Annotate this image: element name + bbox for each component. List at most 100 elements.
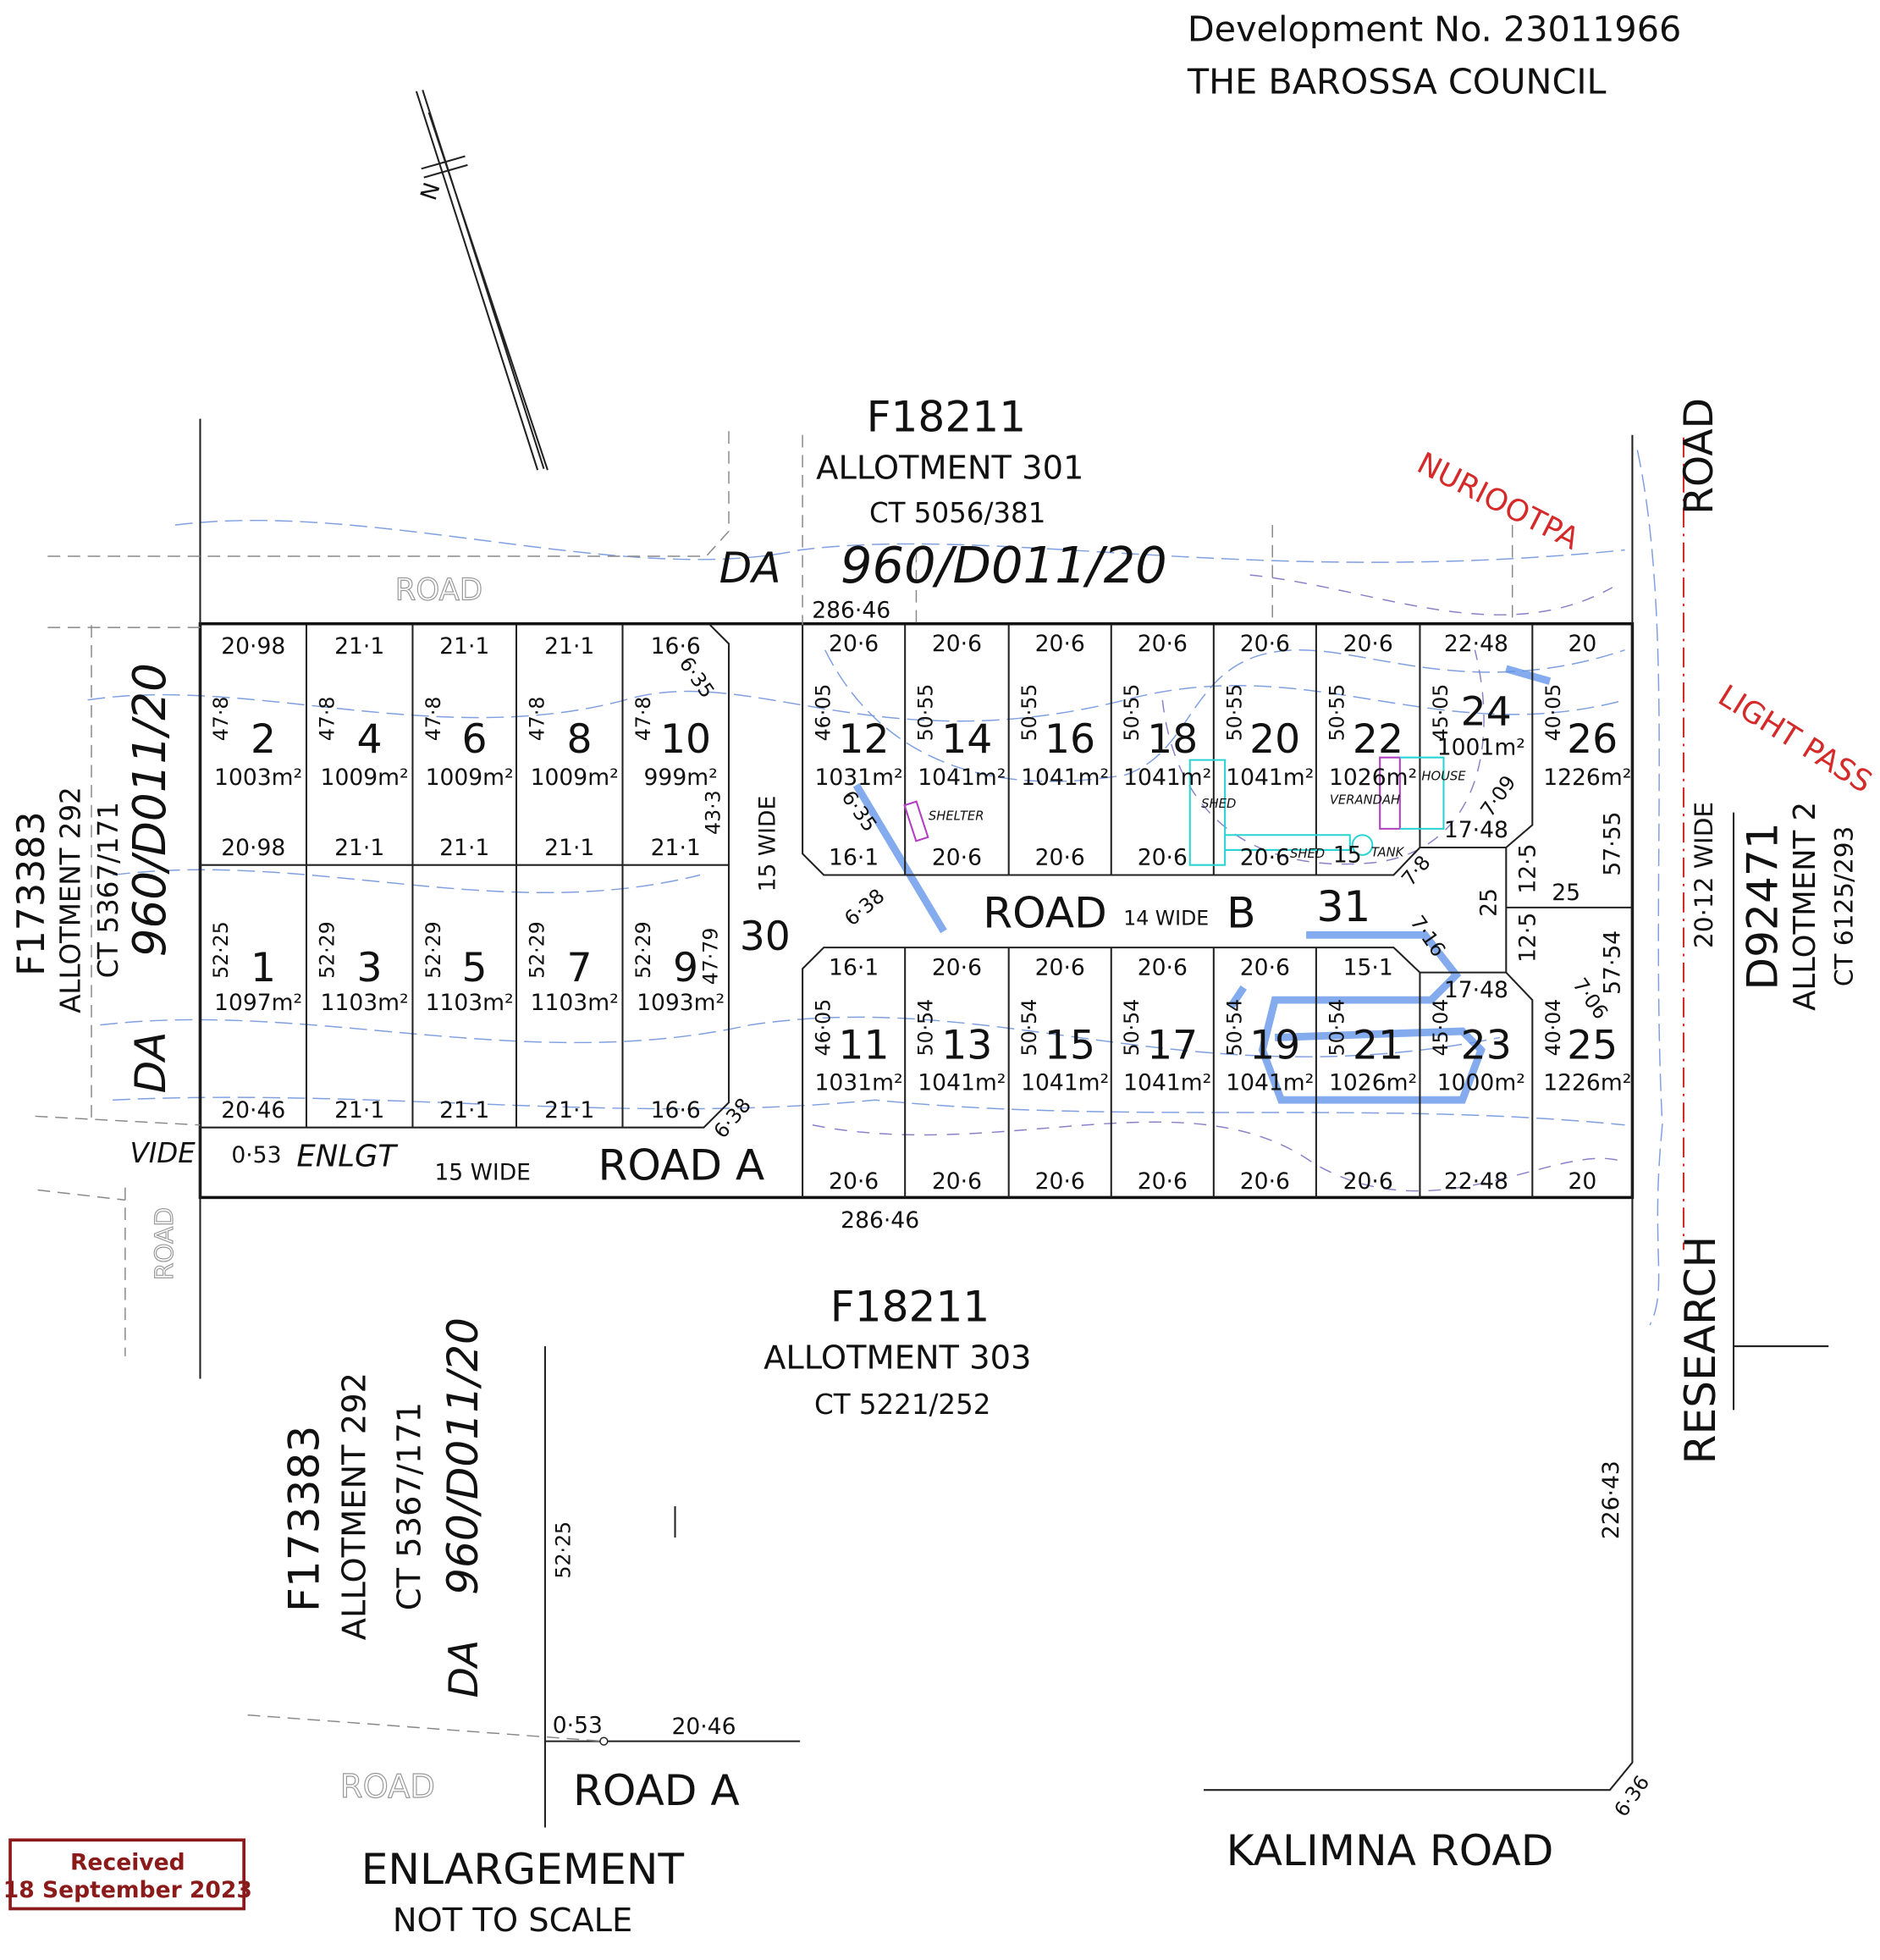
lot-22-side-dimension: 50·55 — [1325, 684, 1348, 742]
dimension-25: 25 — [1552, 880, 1580, 906]
parcel-west-id: F173383 — [10, 811, 53, 976]
lot-24-side-dimension: 45·05 — [1429, 684, 1453, 742]
total-top-dimension: 286·46 — [812, 597, 890, 623]
dimension-7-09: 7·09 — [1475, 771, 1520, 821]
parcel-south-allotment: ALLOTMENT 303 — [764, 1339, 1031, 1378]
lot-24-top-dimension: 22·48 — [1444, 631, 1508, 657]
lot-19-area: 1041m² — [1226, 1069, 1314, 1096]
lot-3-side-dimension: 52·29 — [315, 921, 339, 979]
road-label-grey-west: ROAD — [150, 1207, 179, 1280]
lot-13-number: 13 — [941, 1023, 992, 1069]
lot-10-top-dimension: 16·6 — [651, 633, 701, 660]
lot-19-top-dimension: 20·6 — [1240, 955, 1290, 981]
lot-9-bottom-dimension: 16·6 — [651, 1097, 701, 1124]
parcel-south-ct: CT 5221/252 — [814, 1389, 990, 1421]
stamp-line1: Received — [70, 1850, 185, 1876]
lot-15-bottom-dimension: 20·6 — [1035, 1168, 1085, 1195]
lot-26-top-dimension: 20 — [1568, 631, 1596, 657]
lot-9-number: 9 — [673, 945, 698, 991]
parcel-west-ct: CT 5367/171 — [92, 802, 124, 978]
research-road-label: RESEARCH — [1675, 1236, 1725, 1465]
lot-3-bottom-dimension: 21·1 — [334, 1097, 384, 1124]
lot-12-bottom-dimension: 16·1 — [829, 845, 879, 871]
lot-23-side-dimension: 45·04 — [1429, 999, 1453, 1057]
lot9-side-dimension: 47·79 — [699, 928, 723, 986]
lot-7-number: 7 — [567, 945, 593, 991]
lot-12-number: 12 — [838, 716, 889, 763]
parcel-west-da-number: 960/D011/20 — [124, 663, 176, 957]
lot-3-area: 1103m² — [321, 990, 409, 1016]
lot-10-side-dimension: 47·8 — [631, 697, 655, 742]
lot-4-bottom-dimension: 21·1 — [334, 835, 384, 861]
lot-16-side-dimension: 50·55 — [1017, 684, 1041, 742]
lot-2-top-dimension: 20·98 — [221, 633, 285, 660]
lot-8-area: 1009m² — [531, 765, 619, 791]
lot-8-top-dimension: 21·1 — [544, 633, 594, 660]
lot-13-area: 1041m² — [918, 1069, 1006, 1096]
parcel-north-ct: CT 5056/381 — [869, 497, 1045, 529]
lot-5-number: 5 — [462, 945, 488, 991]
lot-17-side-dimension: 50·54 — [1120, 999, 1144, 1057]
enlargement-da-number: 960/D011/20 — [438, 1317, 488, 1595]
lot-14-top-dimension: 20·6 — [932, 631, 982, 657]
enlargement-053: 0·53 — [553, 1712, 603, 1738]
lot-11-number: 11 — [838, 1023, 889, 1069]
lot-31-number: 31 — [1316, 881, 1370, 931]
lot-22-number: 22 — [1353, 716, 1403, 763]
lot-18-bottom-dimension: 20·6 — [1138, 845, 1188, 871]
parcel-north-id: F18211 — [867, 391, 1027, 441]
lot-23-bottom-dimension: 22·48 — [1444, 1168, 1508, 1195]
lot-22-top-dimension: 20·6 — [1343, 631, 1393, 657]
lot-12-side-dimension: 46·05 — [812, 684, 835, 742]
lot-5-area: 1103m² — [426, 990, 514, 1016]
received-stamp: Received 18 September 2023 — [3, 1838, 252, 1911]
shed-label-2: SHED — [1290, 847, 1325, 861]
lot-13-bottom-dimension: 20·6 — [932, 1168, 982, 1195]
lot-20-top-dimension: 20·6 — [1240, 631, 1290, 657]
lot-10-area: 999m² — [644, 765, 718, 791]
lot-17-top-dimension: 20·6 — [1138, 955, 1188, 981]
lot-2-area: 1003m² — [214, 765, 302, 791]
road-30-width: 15 WIDE — [755, 796, 781, 892]
lot-5-side-dimension: 52·29 — [422, 921, 445, 979]
shed-label: SHED — [1201, 797, 1236, 811]
lot-1-side-dimension: 52·25 — [209, 921, 233, 979]
lot-22-area: 1026m² — [1329, 765, 1417, 791]
lot-19-bottom-dimension: 20·6 — [1240, 1168, 1290, 1195]
lot-10-bottom-dimension: 21·1 — [651, 835, 701, 861]
lot-23-top-dimension: 17·48 — [1444, 977, 1508, 1003]
dimension-12-5-a: 12·5 — [1514, 844, 1541, 894]
east-side-dimension: 226·43 — [1598, 1460, 1624, 1539]
lot-14-area: 1041m² — [918, 765, 1006, 791]
lot-25-bottom-dimension: 20 — [1568, 1168, 1596, 1195]
lot-14-bottom-dimension: 20·6 — [932, 845, 982, 871]
enlargement-title: ENLARGEMENT — [361, 1844, 685, 1894]
lot-17-number: 17 — [1147, 1023, 1198, 1069]
lot-14-number: 14 — [941, 716, 992, 763]
lot-15-area: 1041m² — [1021, 1069, 1109, 1096]
lot-1-bottom-dimension: 20·46 — [221, 1097, 285, 1124]
lot-21-side-dimension: 50·54 — [1325, 999, 1348, 1057]
road-b-letter: B — [1227, 887, 1255, 937]
lot-7-area: 1103m² — [531, 990, 619, 1016]
lot-11-bottom-dimension: 20·6 — [829, 1168, 879, 1195]
dimension-15: 15 — [1333, 842, 1362, 869]
lot-20-side-dimension: 50·55 — [1222, 684, 1246, 742]
lot-6-number: 6 — [462, 716, 488, 763]
light-pass-label: LIGHT PASS — [1712, 678, 1878, 800]
lot-15-top-dimension: 20·6 — [1035, 955, 1085, 981]
lot-6-top-dimension: 21·1 — [439, 633, 489, 660]
lot-17-bottom-dimension: 20·6 — [1138, 1168, 1188, 1195]
chamfer-dimension-11: 6·38 — [840, 884, 889, 930]
lot-11-area: 1031m² — [814, 1069, 902, 1096]
lot-6-bottom-dimension: 21·1 — [439, 835, 489, 861]
lot-18-area: 1041m² — [1123, 765, 1211, 791]
dimension-25-vertical: 25 — [1475, 888, 1502, 917]
lot-21-bottom-dimension: 20·6 — [1343, 1168, 1393, 1195]
enlargement-ct: CT 5367/171 — [390, 1402, 428, 1610]
lot-8-side-dimension: 47·8 — [525, 697, 549, 742]
total-bottom-dimension: 286·46 — [841, 1207, 919, 1234]
parcel-east-id: D92471 — [1738, 822, 1788, 990]
parcel-north-da: DA — [719, 543, 781, 593]
